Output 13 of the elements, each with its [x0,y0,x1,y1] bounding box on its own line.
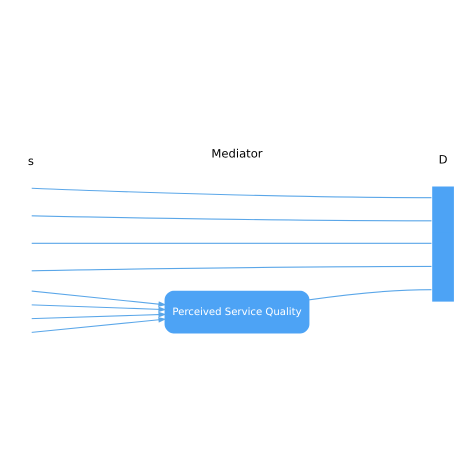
connector [32,242,432,244]
arrow [32,311,166,332]
connector [309,288,432,300]
arrow [32,306,166,322]
node-box: Perceived Service Quality [164,290,310,333]
connector [32,214,432,221]
connector [32,187,432,198]
arrow [32,290,166,312]
label: Mediator [211,146,263,160]
label: s [28,153,34,168]
connector [32,265,432,271]
arrow [32,300,166,317]
label: D [438,152,448,166]
